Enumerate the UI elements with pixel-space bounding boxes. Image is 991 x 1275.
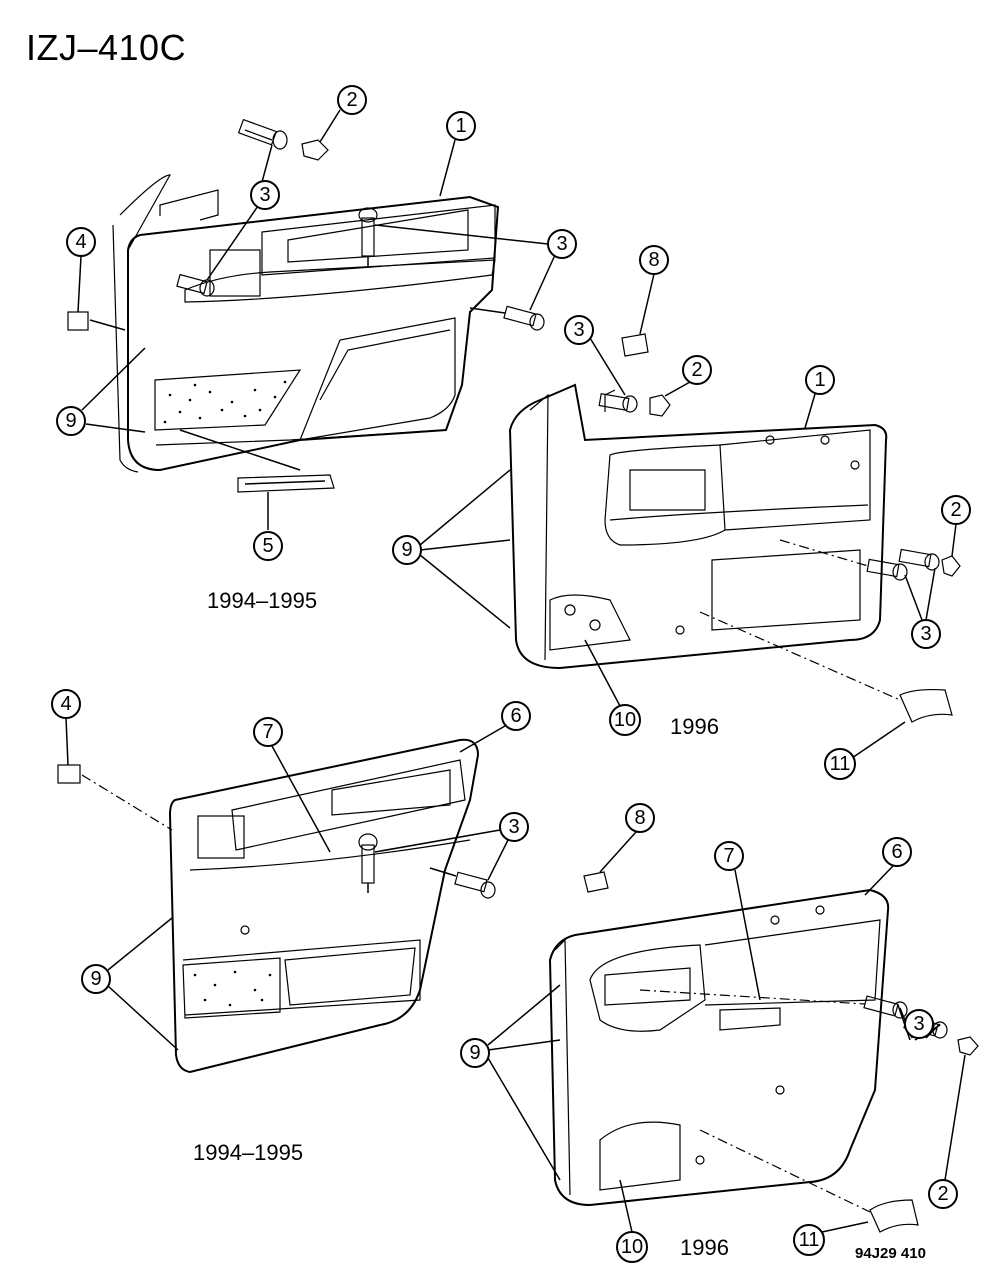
screw-center-c bbox=[358, 833, 378, 893]
retainer-8-b bbox=[621, 333, 649, 357]
svg-text:11: 11 bbox=[830, 753, 851, 775]
callout-3-b-right: 3 bbox=[904, 567, 941, 649]
callout-2-d: 2 bbox=[928, 1054, 966, 1209]
panel-label-rear-96: 1996 bbox=[680, 1235, 729, 1260]
panel-label-rear-94-95: 1994–1995 bbox=[193, 1140, 304, 1165]
callout-5-a: 5 bbox=[253, 492, 283, 561]
svg-text:3: 3 bbox=[259, 184, 270, 206]
callout-9-a: 9 bbox=[56, 347, 146, 436]
callout-2-a: 2 bbox=[319, 85, 367, 143]
cover-11-d bbox=[699, 1129, 919, 1233]
callout-8-d: 8 bbox=[599, 803, 655, 873]
screw-center-a bbox=[358, 207, 378, 268]
callout-6-c: 6 bbox=[459, 701, 531, 753]
svg-text:2: 2 bbox=[950, 499, 961, 521]
svg-text:11: 11 bbox=[799, 1229, 820, 1251]
screw-b-top bbox=[598, 389, 638, 413]
svg-text:2: 2 bbox=[691, 359, 702, 381]
callout-4-c: 4 bbox=[51, 689, 81, 766]
svg-text:3: 3 bbox=[556, 233, 567, 255]
rear-door-panel-96 bbox=[548, 888, 890, 1207]
callout-2-b-top: 2 bbox=[664, 355, 712, 397]
callout-2-b-right: 2 bbox=[941, 495, 971, 557]
callout-3-a-right: 3 bbox=[374, 224, 577, 311]
drawing-reference: 94J29 410 bbox=[855, 1245, 926, 1262]
panel-label-front-94-95: 1994–1995 bbox=[207, 588, 318, 613]
screw-right-c bbox=[429, 867, 496, 899]
callout-1-b: 1 bbox=[804, 365, 835, 429]
svg-text:9: 9 bbox=[90, 968, 101, 990]
screws-b-right bbox=[779, 539, 961, 581]
svg-text:6: 6 bbox=[891, 841, 902, 863]
svg-text:9: 9 bbox=[65, 410, 76, 432]
svg-text:3: 3 bbox=[913, 1013, 924, 1035]
retainer-8-d bbox=[583, 871, 609, 893]
svg-text:7: 7 bbox=[723, 845, 734, 867]
page-code: IZJ–410C bbox=[26, 27, 187, 68]
svg-text:3: 3 bbox=[508, 816, 519, 838]
screw-right-a bbox=[469, 305, 545, 331]
svg-text:6: 6 bbox=[510, 705, 521, 727]
callout-11-b: 11 bbox=[824, 721, 906, 780]
svg-text:4: 4 bbox=[75, 231, 86, 253]
callout-4-a: 4 bbox=[66, 227, 96, 313]
callout-6-d: 6 bbox=[864, 837, 912, 896]
rear-door-panel-94-95 bbox=[168, 738, 480, 1074]
svg-text:9: 9 bbox=[469, 1042, 480, 1064]
svg-text:1: 1 bbox=[814, 369, 825, 391]
cover-11-b bbox=[699, 611, 953, 723]
svg-text:9: 9 bbox=[401, 539, 412, 561]
panel-label-front-96: 1996 bbox=[670, 714, 719, 739]
svg-text:2: 2 bbox=[346, 89, 357, 111]
clip-4-c bbox=[57, 764, 173, 831]
callout-9-d: 9 bbox=[460, 984, 561, 1181]
carpet-texture-c bbox=[193, 970, 272, 1007]
callout-3-b-top: 3 bbox=[564, 315, 626, 396]
svg-text:4: 4 bbox=[60, 693, 71, 715]
callout-10-d: 10 bbox=[616, 1179, 648, 1263]
svg-text:1: 1 bbox=[455, 115, 466, 137]
svg-text:8: 8 bbox=[634, 807, 645, 829]
callout-7-c: 7 bbox=[253, 717, 331, 853]
carpet-texture bbox=[163, 380, 287, 424]
callout-3-c: 3 bbox=[374, 812, 529, 881]
screw-top-left-a bbox=[237, 118, 288, 150]
front-door-panel-94-95 bbox=[112, 174, 500, 473]
cap-nut-b-top bbox=[649, 394, 671, 417]
callout-9-b: 9 bbox=[392, 469, 511, 629]
svg-text:7: 7 bbox=[262, 721, 273, 743]
bezel-5 bbox=[179, 429, 335, 493]
callout-3-a-top: 3 bbox=[206, 144, 280, 281]
svg-text:10: 10 bbox=[621, 1236, 643, 1258]
callout-7-d: 7 bbox=[714, 841, 761, 1001]
callout-8-b: 8 bbox=[639, 245, 669, 335]
callout-11-d: 11 bbox=[793, 1221, 869, 1256]
svg-text:3: 3 bbox=[920, 623, 931, 645]
svg-text:8: 8 bbox=[648, 249, 659, 271]
callout-10-b: 10 bbox=[584, 639, 641, 736]
svg-text:10: 10 bbox=[614, 709, 636, 731]
front-door-panel-96 bbox=[508, 383, 888, 670]
callout-1-a: 1 bbox=[439, 111, 476, 197]
callout-9-c: 9 bbox=[81, 917, 179, 1051]
svg-text:5: 5 bbox=[262, 535, 273, 557]
callout-3-d-label: 3 bbox=[899, 1007, 941, 1039]
svg-text:2: 2 bbox=[937, 1183, 948, 1205]
cap-nut-a bbox=[301, 139, 329, 161]
svg-text:3: 3 bbox=[573, 319, 584, 341]
